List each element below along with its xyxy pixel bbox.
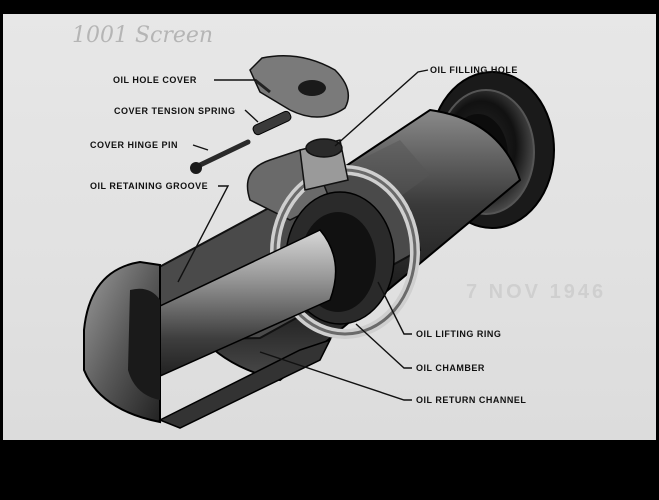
oil-filling-hole-boss [299, 138, 349, 191]
label-oil-return-channel: OIL RETURN CHANNEL [416, 395, 526, 405]
date-stamp: 7 NOV 1946 [466, 281, 606, 303]
label-oil-filling-hole: OIL FILLING HOLE [430, 65, 518, 75]
oil-hole-cover [249, 55, 350, 118]
label-cover-tension-spring: COVER TENSION SPRING [114, 106, 236, 116]
label-oil-retaining-groove: OIL RETAINING GROOVE [90, 181, 208, 191]
leader-lines [177, 69, 429, 401]
label-oil-lifting-ring: OIL LIFTING RING [416, 329, 501, 339]
label-oil-hole-cover: OIL HOLE COVER [113, 75, 197, 85]
front-end-cutaway [83, 260, 332, 429]
cover-tension-spring [252, 110, 292, 136]
handwritten-note: 1001 Screen [72, 23, 213, 48]
label-oil-chamber: OIL CHAMBER [416, 363, 485, 373]
label-cover-hinge-pin: COVER HINGE PIN [90, 140, 178, 150]
cover-hinge-pin [190, 139, 251, 174]
